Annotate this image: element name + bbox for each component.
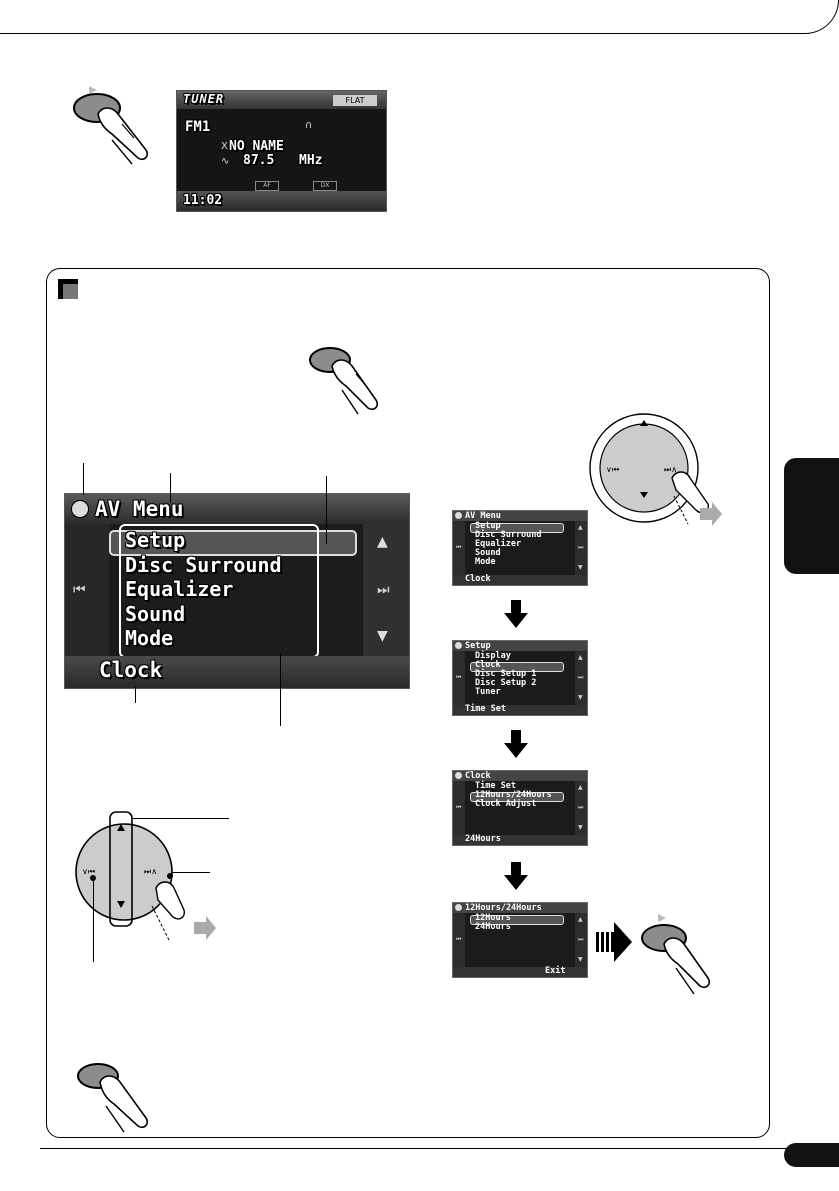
skip-back-icon[interactable]: ⏮: [73, 582, 86, 598]
menu-title: AV Menu: [95, 497, 184, 521]
triangle-up-icon[interactable]: ▲: [377, 534, 388, 550]
screen-footer: Clock: [465, 574, 491, 584]
screen-menu-item[interactable]: 24Hours: [475, 922, 511, 932]
screen-footer: 24Hours: [465, 834, 501, 844]
screen-footer: Time Set: [465, 704, 506, 714]
control-pad-left[interactable]: ∨⏮ ⏭∧: [74, 810, 234, 962]
triangle-up-icon: ▲: [578, 916, 583, 923]
svg-text:∨⏮: ∨⏮: [82, 867, 95, 876]
triangle-down-icon: ▼: [578, 564, 583, 571]
svg-text:∨⏮: ∨⏮: [606, 465, 619, 474]
top-rule-curve: [780, 0, 839, 34]
procedure-panel: [46, 268, 770, 1138]
bottom-rule: [40, 1148, 839, 1149]
screen-menu-item[interactable]: Setup: [475, 521, 501, 531]
arrow-down-icon: [504, 600, 528, 632]
screen-menu-item[interactable]: Sound: [475, 548, 501, 558]
page-badge: [784, 1143, 839, 1167]
arrow-down-icon: [504, 862, 528, 894]
disc-icon: [455, 904, 462, 911]
disc-icon: [455, 642, 462, 649]
screen-menu-item[interactable]: 12Hours: [475, 913, 511, 923]
disc-icon: [71, 500, 89, 518]
arrow-right-icon: [596, 922, 632, 966]
screen-menu-item[interactable]: Disc Setup 1: [475, 669, 537, 679]
control-pad-right[interactable]: ∨⏮ ⏭∧: [588, 412, 740, 528]
flat-badge: FLAT: [333, 95, 377, 106]
skip-forward-icon[interactable]: ⏭: [377, 582, 390, 598]
triangle-down-icon: ▼: [578, 824, 583, 831]
tuner-title: TUNER: [183, 92, 225, 106]
screen-menu-item[interactable]: Mode: [475, 557, 496, 567]
av-menu-item[interactable]: Equalizer: [125, 577, 234, 601]
frequency: 87.5: [243, 153, 275, 168]
clock-time: 11:02: [183, 193, 223, 208]
screen-menu-item[interactable]: Tuner: [475, 687, 501, 697]
screen-menu-item[interactable]: Clock: [475, 660, 501, 670]
skip-forward-icon: ⏭: [578, 674, 584, 681]
signal-icon: ∿: [221, 156, 230, 167]
av-menu-item[interactable]: Mode: [125, 626, 174, 650]
frequency-unit: MHz: [299, 153, 323, 168]
return-button[interactable]: [76, 1062, 156, 1136]
selection-highlight: [470, 915, 564, 925]
triangle-down-icon[interactable]: ▼: [377, 628, 388, 644]
menu-button[interactable]: [306, 346, 386, 418]
triangle-up-icon: ▲: [578, 524, 583, 531]
skip-back-icon: ⏮: [456, 544, 462, 551]
stereo-icon: ∩: [305, 120, 313, 131]
selection-highlight: [470, 662, 564, 672]
af-indicator: AF: [255, 181, 279, 191]
disc-icon: [455, 772, 462, 779]
triangle-up-icon: ▲: [578, 654, 583, 661]
antenna-icon: Χ: [221, 141, 228, 152]
skip-forward-icon: ⏭: [578, 804, 584, 811]
av-menu-item[interactable]: Setup: [125, 528, 186, 552]
selection-highlight: [109, 530, 357, 556]
top-rule: [0, 33, 790, 34]
top-source-button[interactable]: [72, 84, 152, 166]
exit-button[interactable]: [638, 910, 714, 996]
svg-text:⏭∧: ⏭∧: [664, 465, 677, 474]
screen-menu-item[interactable]: Display: [475, 651, 511, 661]
screen-menu-item[interactable]: Clock Adjust: [475, 799, 537, 809]
selection-highlight: [470, 792, 564, 802]
av-menu-item[interactable]: Sound: [125, 601, 186, 626]
menu-footer: Clock: [99, 658, 163, 682]
screen-menu-item[interactable]: Disc Setup 2: [475, 678, 537, 688]
triangle-up-icon: ▲: [578, 784, 583, 791]
dx-indicator: DX: [313, 181, 337, 191]
skip-back-icon: ⏮: [456, 674, 462, 681]
tuner-display: TUNER FLAT FM1 ∩ Χ NO NAME ∿ 87.5 MHz AF…: [176, 90, 387, 212]
selection-highlight: [470, 523, 564, 533]
screen-menu-item[interactable]: Equalizer: [475, 539, 522, 549]
av-menu-item[interactable]: Disc Surround: [125, 552, 282, 577]
skip-forward-icon: ⏭: [578, 936, 584, 943]
screen-title: Clock: [465, 771, 491, 781]
screen-title: Setup: [465, 641, 491, 651]
section-tab: [784, 458, 839, 574]
screen-menu-item[interactable]: 12Hours/24Hours: [475, 790, 552, 800]
skip-back-icon: ⏮: [456, 804, 462, 811]
section-marker: [58, 279, 88, 299]
arrow-down-icon: [504, 730, 528, 762]
triangle-down-icon: ▼: [578, 694, 583, 701]
screen-menu-item[interactable]: Disc Surround: [475, 530, 542, 540]
svg-text:⏭∧: ⏭∧: [144, 867, 157, 876]
skip-back-icon: ⏮: [456, 936, 462, 943]
disc-icon: [455, 512, 462, 519]
band-label: FM1: [185, 119, 211, 135]
skip-forward-icon: ⏭: [578, 544, 584, 551]
screen-menu-item[interactable]: Time Set: [475, 781, 516, 791]
screen-title: 12Hours/24Hours: [465, 903, 542, 913]
triangle-down-icon: ▼: [578, 956, 583, 963]
station-name: NO NAME: [229, 139, 284, 154]
screen-title: AV Menu: [465, 511, 501, 521]
exit-label[interactable]: Exit: [545, 966, 566, 976]
